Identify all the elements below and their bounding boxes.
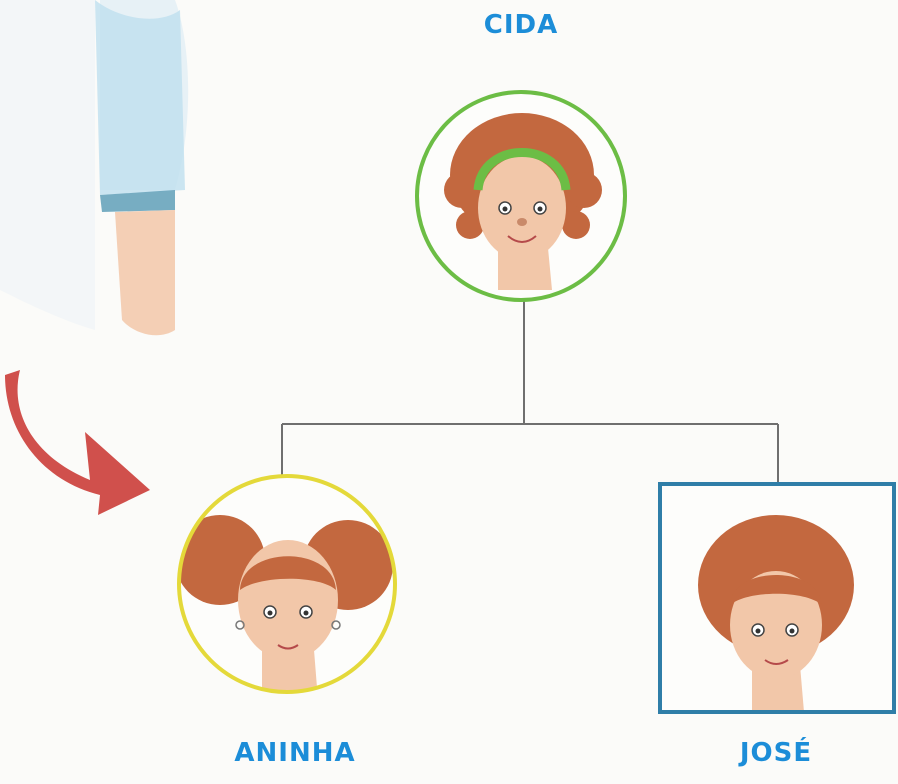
tree-connector-lines [282, 300, 778, 484]
portrait-cida [417, 92, 625, 300]
partial-figure-arm [0, 0, 188, 335]
portrait-jose [660, 484, 894, 712]
curved-arrow-icon [5, 370, 150, 515]
portrait-aninha [175, 476, 395, 700]
name-label-cida: CIDA [484, 10, 558, 40]
name-label-aninha: ANINHA [234, 738, 355, 768]
name-label-jose: JOSÉ [740, 738, 812, 768]
